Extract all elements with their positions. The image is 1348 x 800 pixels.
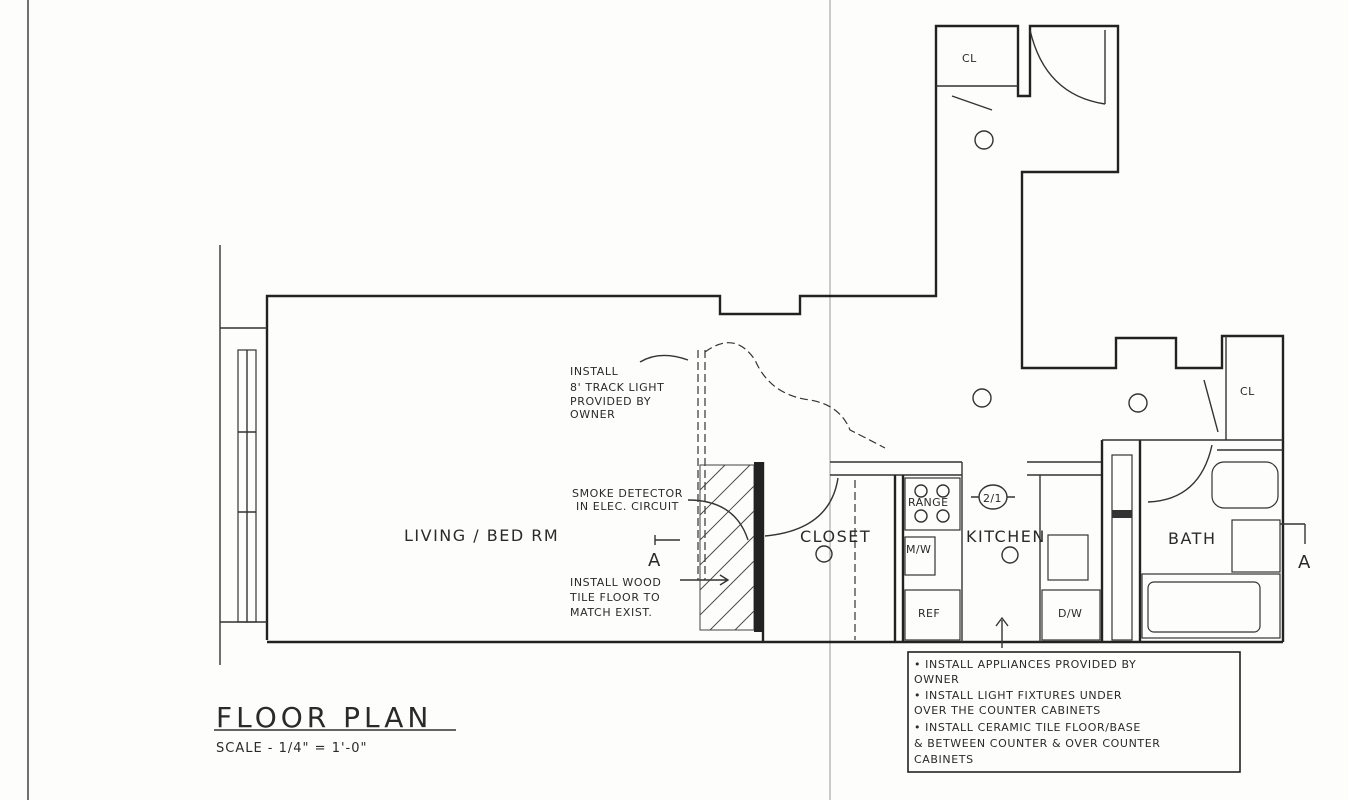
dw-label: D/W <box>1058 607 1082 620</box>
ref-label: REF <box>918 607 940 620</box>
kitchen-tag-label: 2/1 <box>983 492 1002 505</box>
general-note-line: OWNER <box>914 673 959 686</box>
mw-label: M/W <box>906 543 931 556</box>
track-light-note: INSTALL 8' TRACK LIGHT PROVIDED BY OWNER <box>570 365 664 421</box>
section-a-right: A <box>1298 552 1311 573</box>
floor-note-line: TILE FLOOR TO <box>569 591 660 604</box>
window-left <box>237 349 257 623</box>
section-markers: A A <box>648 523 1311 573</box>
top-closet: CL <box>936 29 1106 111</box>
interior-partitions <box>761 439 1148 642</box>
exterior-walls <box>219 24 1285 665</box>
general-note-line: • INSTALL CERAMIC TILE FLOOR/BASE <box>914 721 1141 734</box>
track-light-note-line: 8' TRACK LIGHT <box>570 381 664 394</box>
smoke-detector-note: SMOKE DETECTOR IN ELEC. CIRCUIT <box>572 487 749 541</box>
drawing-scale: SCALE - 1/4" = 1'-0" <box>216 741 367 756</box>
floor-note-line: MATCH EXIST. <box>570 606 653 619</box>
hatched-partition <box>699 462 763 632</box>
kitchen-label: KITCHEN <box>966 527 1046 546</box>
general-note-line: & BETWEEN COUNTER & OVER COUNTER <box>914 737 1161 750</box>
drawing-title: FLOOR PLAN <box>216 701 432 734</box>
track-light-note-line: INSTALL <box>570 365 619 378</box>
track-light-note-line: PROVIDED BY <box>570 395 651 408</box>
smoke-note-line: IN ELEC. CIRCUIT <box>576 500 679 513</box>
kitchen-elevation-tag: 2/1 <box>971 484 1015 510</box>
general-notes-box: • INSTALL APPLIANCES PROVIDED BY OWNER •… <box>907 616 1241 773</box>
bath-label: BATH <box>1168 529 1216 548</box>
range-label: RANGE <box>908 496 948 509</box>
living-room-label: LIVING / BED RM <box>404 526 559 545</box>
bath-fixtures <box>1141 336 1283 639</box>
appliances: RANGE M/W REF D/W <box>904 477 1101 641</box>
general-note-line: • INSTALL LIGHT FIXTURES UNDER <box>914 689 1122 702</box>
cl-top-label: CL <box>962 52 977 65</box>
floor-note: INSTALL WOOD TILE FLOOR TO MATCH EXIST. <box>569 574 730 619</box>
general-note-line: CABINETS <box>914 753 974 766</box>
track-light-note-line: OWNER <box>570 408 615 421</box>
general-note-line: • INSTALL APPLIANCES PROVIDED BY <box>914 658 1136 671</box>
general-note-line: OVER THE COUNTER CABINETS <box>914 704 1101 717</box>
floor-note-line: INSTALL WOOD <box>570 576 661 589</box>
section-a-left: A <box>648 550 661 571</box>
closet-label: CLOSET <box>800 527 871 546</box>
ceiling-light-fixtures <box>815 130 1148 564</box>
smoke-note-line: SMOKE DETECTOR <box>572 487 683 500</box>
cl-right-label: CL <box>1240 385 1255 398</box>
